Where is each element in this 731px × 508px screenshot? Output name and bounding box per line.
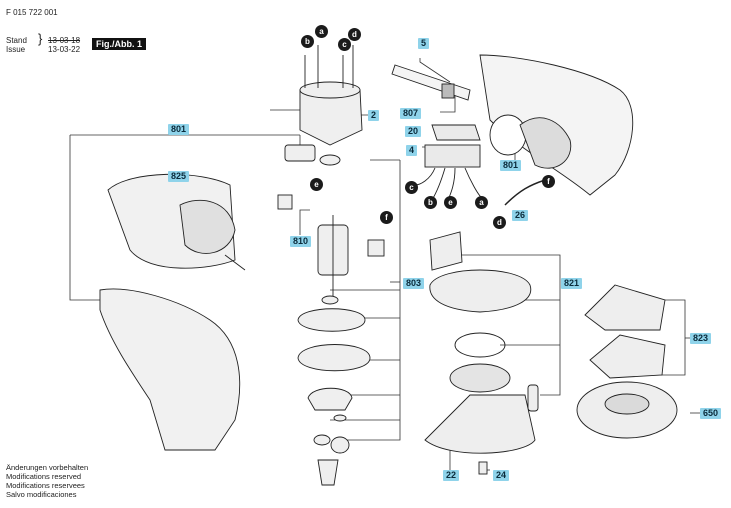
part-tag-650: 650 [700, 408, 722, 419]
figure-label: Fig./Abb. 1 [92, 38, 146, 50]
wire-marker-f-center: f [380, 211, 393, 224]
wire-marker-b-top: b [301, 35, 314, 48]
spindle [317, 459, 339, 486]
note-de: Änderungen vorbehalten [6, 463, 89, 472]
wire-marker-e-switch: e [444, 196, 457, 209]
eccentric [307, 387, 353, 411]
part-tag-22: 22 [443, 470, 460, 481]
wire-marker-e-center: e [310, 178, 323, 191]
bracket-801-left [69, 135, 100, 301]
sheet-823-b [589, 334, 666, 379]
part-tag-825: 825 [168, 171, 190, 182]
base-plate-22 [424, 394, 536, 454]
part-tag-2: 2 [368, 110, 380, 121]
switch [424, 144, 481, 168]
dust-flap [429, 231, 463, 271]
issue-label: Issue [6, 45, 26, 54]
part-tag-4: 4 [406, 145, 418, 156]
note-fr: Modifications reservees [6, 481, 85, 490]
bearing-top [319, 154, 341, 166]
stand-date: 13-03-18 [48, 36, 81, 45]
leader-810 [299, 209, 310, 235]
suppressor [367, 239, 385, 257]
stand-label: Stand [6, 36, 27, 45]
seal-ring-821 [454, 332, 506, 358]
bracket-821 [450, 254, 561, 396]
wire-marker-a-switch: a [475, 196, 488, 209]
part-tag-20: 20 [405, 126, 422, 137]
screw-24 [478, 461, 488, 475]
wire-marker-f-right: f [542, 175, 555, 188]
fan [297, 344, 371, 372]
bracket-803 [345, 160, 401, 441]
housing-half-left [99, 288, 241, 451]
cable [391, 64, 471, 101]
note-es: Salvo modificaciones [6, 490, 77, 499]
part-tag-24: 24 [493, 470, 510, 481]
seal-ring [489, 114, 527, 156]
part-tag-823: 823 [690, 333, 712, 344]
switch-lever [431, 124, 481, 141]
part-tag-26: 26 [512, 210, 529, 221]
wire-26 [504, 179, 546, 206]
wire-marker-c-top: c [338, 38, 351, 51]
part-tag-801-right: 801 [500, 160, 522, 171]
wire-marker-b-switch: b [424, 196, 437, 209]
part-tag-5: 5 [418, 38, 430, 49]
bearing-bottom [330, 436, 350, 454]
leader-5 [419, 58, 451, 83]
sheet-823-a [584, 284, 666, 331]
wire-marker-d-top: d [348, 28, 361, 41]
fan-housing [297, 308, 366, 332]
footer-notes: Änderungen vorbehalten Modifications res… [6, 463, 88, 499]
part-tag-810: 810 [290, 236, 312, 247]
part-tag-807: 807 [400, 108, 422, 119]
fan-shroud-821 [429, 269, 532, 313]
wire-marker-d-right: d [493, 216, 506, 229]
part-tag-801-left: 801 [168, 124, 190, 135]
part-tag-821: 821 [561, 278, 583, 289]
bearing-ring [449, 363, 511, 393]
leader-807 [440, 95, 456, 113]
capacitor-810 [277, 194, 293, 210]
wire-marker-c-switch: c [405, 181, 418, 194]
part-tag-803: 803 [403, 278, 425, 289]
wire-marker-a-top: a [315, 25, 328, 38]
brace: } [38, 31, 43, 46]
note-en: Modifications reserved [6, 472, 82, 481]
issue-date: 13-03-22 [48, 45, 81, 54]
brush [284, 144, 316, 162]
document-id: F 015 722 001 [6, 8, 58, 17]
damper [527, 384, 539, 412]
